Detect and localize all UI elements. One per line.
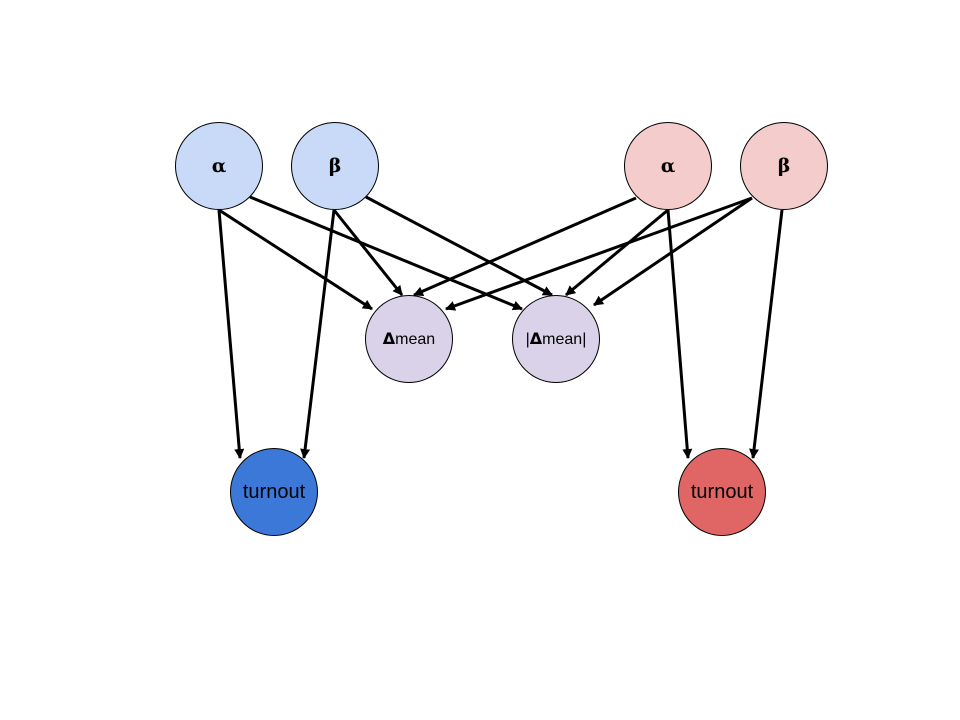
node-beta-red[interactable]: β (740, 122, 828, 210)
node-turnout-red-label: turnout (690, 480, 754, 503)
delta-symbol: Δ (382, 329, 396, 348)
edge-alpha-red-to-abs-delta-mean (565, 208, 669, 297)
edge-beta-red-to-delta-mean (445, 196, 753, 311)
edge-beta-red-to-turnout-red (749, 209, 784, 459)
abs-delta-mean-text: mean (542, 331, 583, 348)
edge-beta-red-to-abs-delta-mean (593, 196, 753, 307)
node-alpha-red-label: α (660, 155, 676, 177)
node-turnout-blue[interactable]: turnout (230, 448, 318, 536)
edge-beta-blue-to-abs-delta-mean (365, 195, 553, 297)
edge-alpha-red-to-delta-mean (413, 196, 637, 297)
node-turnout-blue-label: turnout (242, 480, 306, 503)
node-beta-red-label: β (777, 155, 791, 177)
node-abs-delta-mean[interactable]: |Δmean| (512, 295, 600, 383)
edge-alpha-blue-to-turnout-blue (217, 209, 245, 459)
edge-alpha-blue-to-delta-mean (218, 208, 373, 311)
edge-alpha-blue-to-abs-delta-mean (249, 195, 523, 311)
abs-close-bar: | (582, 331, 587, 348)
node-beta-blue-label: β (328, 155, 342, 177)
node-alpha-red[interactable]: α (624, 122, 712, 210)
delta-mean-text: mean (395, 331, 436, 348)
node-abs-delta-mean-label: |Δmean| (526, 329, 587, 349)
node-delta-mean-label: Δmean (383, 329, 435, 349)
edge-beta-blue-to-delta-mean (332, 209, 404, 296)
node-turnout-red[interactable]: turnout (678, 448, 766, 536)
abs-open-bar: | (525, 331, 530, 348)
node-alpha-blue-label: α (211, 155, 227, 177)
node-delta-mean[interactable]: Δmean (365, 295, 453, 383)
edge-beta-blue-to-turnout-blue (300, 209, 336, 459)
abs-delta-symbol: Δ (529, 329, 543, 348)
node-alpha-blue[interactable]: α (175, 122, 263, 210)
node-beta-blue[interactable]: β (291, 122, 379, 210)
